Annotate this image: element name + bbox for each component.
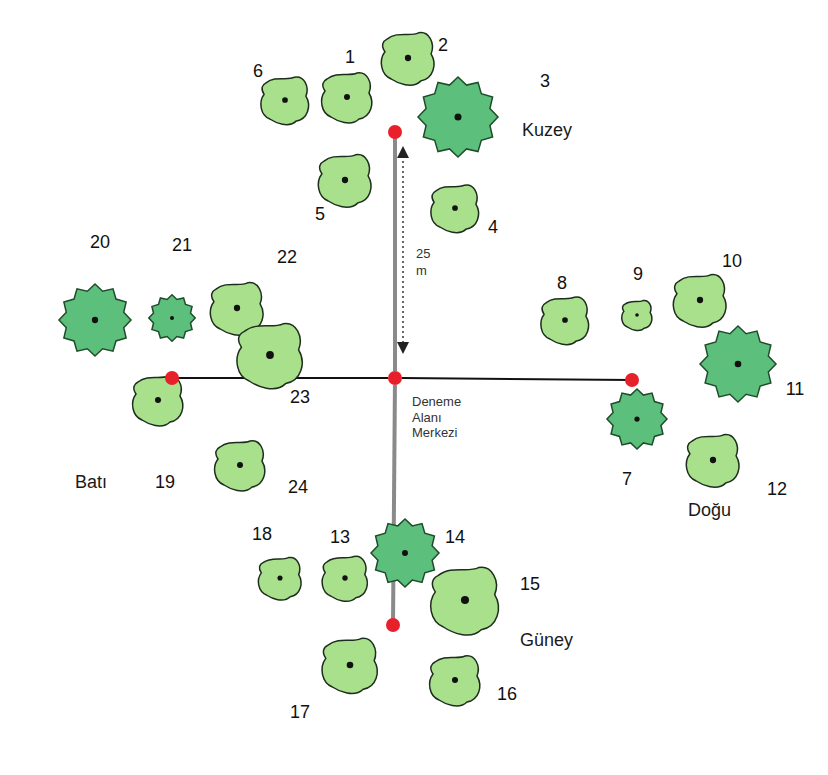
center-label: Deneme Alanı Merkezi: [412, 394, 486, 441]
subplot-circle: Güney: [281, 513, 505, 737]
tree-number: 13: [330, 528, 350, 548]
transect-line: [402, 378, 632, 380]
transect-line: [393, 132, 397, 371]
tree-number: 11: [786, 380, 805, 400]
conifer-trees: [59, 77, 776, 587]
left-bar: [0, 0, 18, 775]
tree-number: 17: [290, 703, 310, 723]
tree-number: 8: [557, 274, 567, 294]
tree-number: 14: [445, 528, 465, 548]
tree-number: 12: [767, 480, 787, 500]
subplot-center-dots: [165, 125, 639, 632]
direction-label: Güney: [520, 630, 573, 652]
tree-number: 20: [90, 233, 110, 253]
direction-label: Batı: [75, 472, 107, 494]
tree-number: 7: [622, 470, 632, 490]
tree-number: 24: [288, 478, 308, 498]
tree-number: 1: [345, 48, 355, 68]
tree-number: 4: [488, 218, 498, 238]
tree-number: 6: [253, 62, 263, 82]
tree-number: 21: [172, 236, 192, 256]
plot-center: Deneme Alanı Merkezi: [388, 371, 402, 385]
broadleaf-trees: [133, 33, 739, 706]
distance-label: 25 m: [416, 246, 442, 280]
tree-number: 19: [155, 473, 175, 493]
tree-number: 3: [540, 72, 550, 92]
circle-outline: [62, 268, 282, 488]
transect-line: [393, 385, 395, 625]
tree-number: 18: [252, 525, 272, 545]
dimension-arrow: [397, 146, 409, 354]
tree-number: 22: [277, 248, 297, 268]
direction-label: Doğu: [688, 500, 731, 522]
subplot-circle: Doğu: [524, 272, 740, 488]
direction-label: Kuzey: [522, 120, 572, 142]
circle-outline: [524, 272, 740, 488]
tree-number: 5: [315, 205, 325, 225]
subplot-circle: Kuzey: [280, 17, 510, 247]
subplot-circle: Batı: [62, 268, 282, 488]
tree-number: 16: [497, 685, 517, 705]
tree-number: 15: [520, 575, 540, 595]
tree-number: 2: [438, 36, 448, 56]
circle-outline: [281, 513, 505, 737]
tree-number: 23: [290, 388, 310, 408]
center-dot: [388, 371, 402, 385]
tree-number: 10: [722, 252, 742, 272]
circle-outline: [280, 17, 510, 247]
tree-number: 9: [633, 265, 643, 285]
top-bar: [0, 0, 828, 8]
